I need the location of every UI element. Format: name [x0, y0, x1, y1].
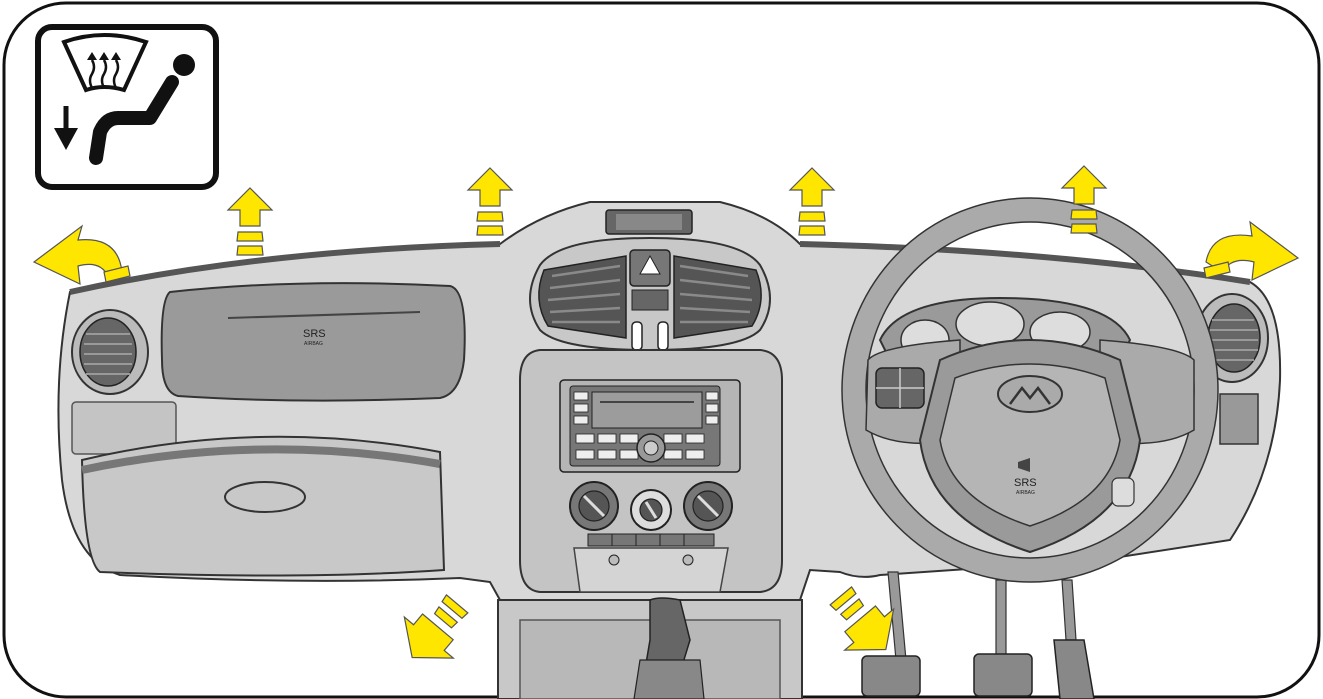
- centre-vent-left: [538, 255, 627, 339]
- passenger-airbag-label: SRS: [303, 328, 326, 340]
- dashboard: SRS AIRBAG: [57, 197, 1282, 699]
- centre-vent-right: [673, 255, 762, 339]
- glovebox: [80, 435, 446, 577]
- gear-lever: [633, 597, 705, 699]
- audio-head-unit: [559, 379, 741, 473]
- defrost-floor-mode-icon: [35, 24, 219, 190]
- left-side-vent: [71, 309, 149, 395]
- hvac-controls: [569, 481, 733, 547]
- passenger-airbag-sublabel: AIRBAG: [304, 341, 323, 347]
- airflow-arrows: [32, 165, 1300, 679]
- side-window-airflow-arrow-left: [32, 224, 131, 286]
- steering-wheel: SRS AIRBAG: [841, 197, 1219, 583]
- pedals: [861, 571, 1095, 699]
- side-window-airflow-arrow-right: [1203, 220, 1300, 282]
- driver-airbag-label: SRS: [1014, 477, 1037, 489]
- driver-airbag-sublabel: AIRBAG: [1016, 490, 1035, 496]
